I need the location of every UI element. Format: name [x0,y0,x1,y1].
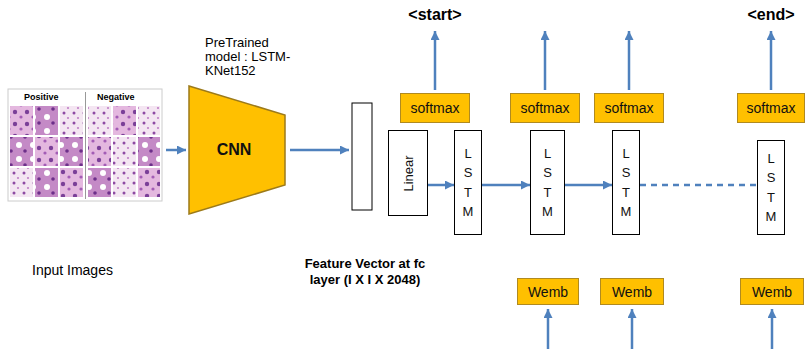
input-image-grid [8,89,162,201]
lstm-cell-box: LSTM [757,140,785,235]
dashed-connector [640,184,757,187]
lstm-cell-box: LSTM [454,130,482,235]
operation-box: softmax [737,93,805,123]
lstm-cell-box: LSTM [530,130,565,235]
input-caption: Input Images [32,262,113,278]
operation-box: Wemb [740,278,804,305]
arrow-connector [565,184,612,187]
node-text: LSTM [462,144,475,222]
node-text: LSTM [541,144,554,222]
operation-box: softmax [400,93,470,123]
node-text: softmax [746,100,795,116]
node-text: LSTM [620,144,633,222]
sequence-token: <end> [741,6,801,24]
arrow-connector [482,184,530,187]
operation-box: Wemb [600,278,664,305]
node-text: Wemb [528,284,568,300]
node-text: softmax [604,100,653,116]
cnn-trapezoid: CNN [188,85,286,215]
sequence-token: <start> [400,6,470,24]
arrow-connector [428,184,454,187]
image-group-label: Positive [24,92,59,102]
node-text: Linear [400,155,415,191]
feature-caption: Feature Vector at fc layer (I X I X 2048… [298,256,432,288]
model-note: PreTrained model : LSTM-KNet152 [205,36,305,78]
operation-box: softmax [510,93,580,123]
node-text: Wemb [612,284,652,300]
lstm-cell-box: LSTM [612,130,640,235]
node-text: Wemb [752,284,792,300]
operation-box: softmax [594,93,664,123]
node-text: softmax [410,100,459,116]
linear-layer-box: Linear [388,130,428,216]
image-group-label: Negative [97,92,135,102]
node-text: CNN [217,141,252,159]
node-text: softmax [520,100,569,116]
operation-box: Wemb [517,278,579,305]
feature-vector [352,103,372,210]
flow-arrows [166,31,772,349]
node-text: LSTM [765,149,778,227]
